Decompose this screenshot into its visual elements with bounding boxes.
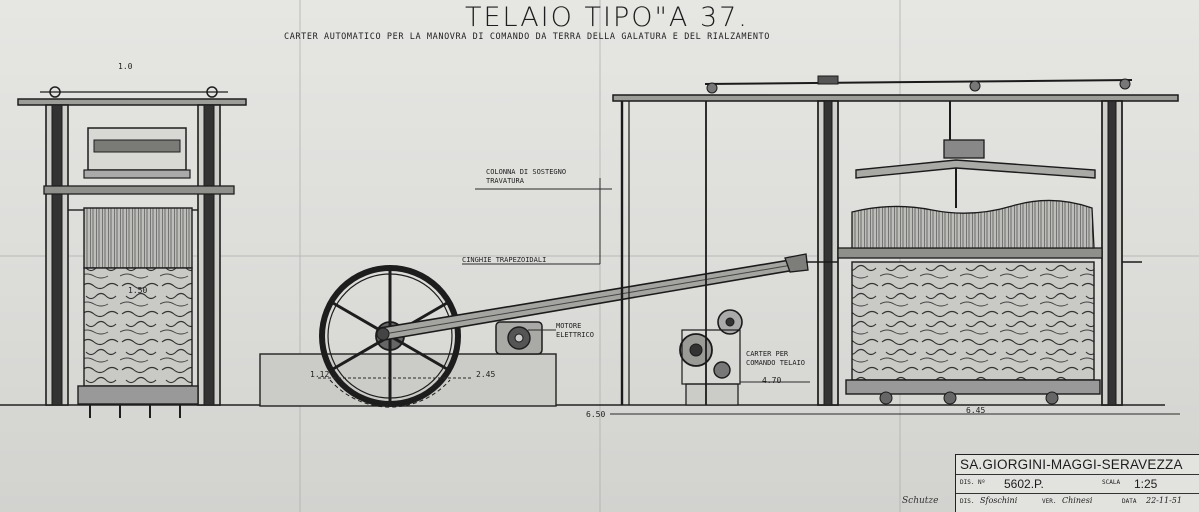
company-name: SA.GIORGINI-MAGGI-SERAVEZZA (960, 457, 1183, 472)
title-block: SA.GIORGINI-MAGGI-SERAVEZZA DIS. Nº 5602… (955, 454, 1199, 512)
date-label: DATA (1122, 498, 1137, 505)
leader-lines (318, 178, 1180, 415)
ver-label: VER. (1042, 498, 1057, 505)
dis-label: DIS. Nº (960, 479, 986, 486)
date-value: 22-11-51 (1146, 496, 1182, 505)
drawing-subtitle: CARTER AUTOMATICO PER LA MANOVRA DI COMA… (284, 32, 770, 42)
dimension-right-span: 6.45 (966, 406, 986, 415)
connecting-rod (376, 253, 809, 341)
des-label: DIS. (960, 498, 975, 505)
column-note-line1: COLONNA DI SOSTEGNO (486, 168, 567, 176)
signature: Schutze (902, 496, 939, 506)
belt-note: CINGHIE TRAPEZOIDALI (462, 256, 547, 264)
right-press-elevation (612, 75, 1179, 406)
electric-motor (495, 321, 543, 355)
carter-note-line1: CARTER PER (746, 350, 789, 358)
dimension-floor-mark: 6.50 (586, 410, 606, 419)
column-note-line2: TRAVATURA (486, 177, 524, 185)
scale-label: SCALA (1102, 479, 1121, 486)
des-value: Sfoschini (980, 496, 1018, 505)
left-press-elevation (17, 86, 247, 418)
ver-value: Chinesi (1062, 496, 1093, 505)
motor-note: MOTORE ELETTRICO (556, 322, 594, 340)
column-note: COLONNA DI SOSTEGNO TRAVATURA (486, 168, 566, 186)
carter-gearbox (679, 309, 743, 385)
dimension-left-bale: 1.50 (128, 286, 148, 295)
drawing-title: TELAIO TIPO"A 37. (465, 2, 749, 33)
carter-note-line2: COMANDO TELAIO (746, 359, 806, 367)
dimension-left-top: 1.0 (118, 62, 133, 71)
foundation-blocks (259, 353, 739, 407)
dimension-wheel-right: 2.45 (476, 370, 496, 379)
dimension-wheel-left: 1.12 (310, 370, 330, 379)
dis-number: 5602.P. (1004, 477, 1044, 491)
carter-note: CARTER PER COMANDO TELAIO (746, 350, 805, 368)
motor-note-line1: MOTORE (556, 322, 582, 330)
motor-note-line2: ELETTRICO (556, 331, 594, 339)
scale-value: 1:25 (1134, 477, 1158, 491)
dimension-carter-width: 4.70 (762, 376, 782, 385)
